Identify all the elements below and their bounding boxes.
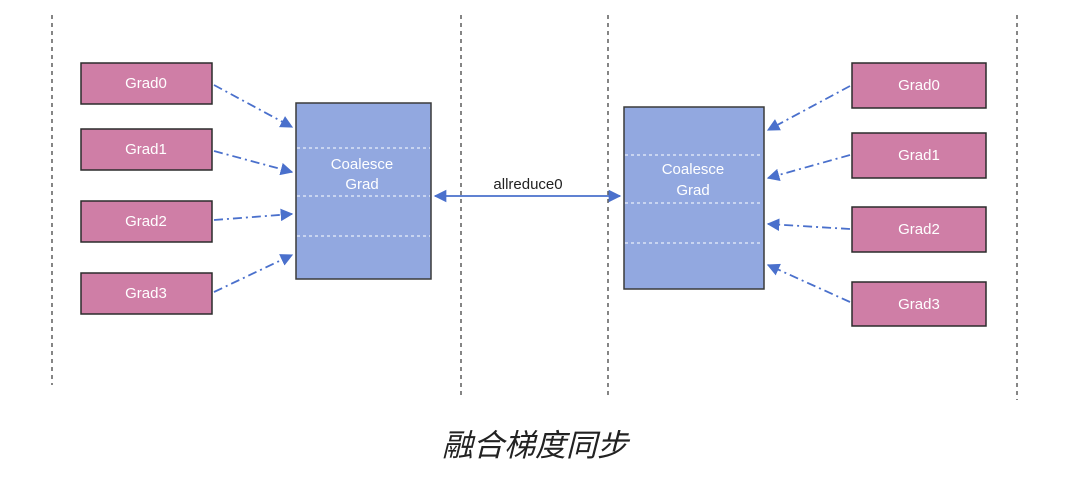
right-arrow-grad0 [766, 85, 851, 131]
left-coalesce-label-line1: Coalesce [331, 156, 394, 173]
left-arrow-grad1 [213, 150, 294, 176]
right-arrow-grad3 [766, 263, 851, 303]
left-grad-label-3: Grad3 [125, 285, 167, 302]
right-grad-box-3: Grad3 [851, 281, 987, 327]
left-grad-box-2: Grad2 [80, 200, 213, 243]
left-grad-box-1: Grad1 [80, 128, 213, 171]
left-coalesce-label-line2: Grad [345, 176, 378, 193]
right-grad-box-2: Grad2 [851, 206, 987, 253]
right-grad-label-3: Grad3 [898, 296, 940, 313]
right-grad-label-0: Grad0 [898, 77, 940, 94]
left-grad-label-2: Grad2 [125, 213, 167, 230]
right-arrow-grad2 [766, 218, 851, 231]
allreduce-label: allreduce0 [493, 176, 562, 193]
left-arrow-grad3 [213, 254, 294, 293]
right-arrow-grad1 [766, 154, 851, 182]
figure-caption: 融合梯度同步 [442, 428, 628, 464]
right-coalesce-label-line1: Coalesce [662, 161, 725, 178]
left-grad-box-0: Grad0 [80, 62, 213, 105]
left-arrow-grad0 [213, 84, 294, 128]
right-grad-box-1: Grad1 [851, 132, 987, 179]
right-grad-label-2: Grad2 [898, 221, 940, 238]
right-grad-label-1: Grad1 [898, 147, 940, 164]
right-coalesce-box: Coalesce Grad [623, 106, 765, 290]
left-grad-box-3: Grad3 [80, 272, 213, 315]
left-coalesce-box: Coalesce Grad [295, 102, 432, 280]
left-grad-label-1: Grad1 [125, 141, 167, 158]
right-grad-box-0: Grad0 [851, 62, 987, 109]
left-arrow-grad2 [213, 208, 294, 222]
right-coalesce-label-line2: Grad [676, 182, 709, 199]
left-grad-label-0: Grad0 [125, 75, 167, 92]
